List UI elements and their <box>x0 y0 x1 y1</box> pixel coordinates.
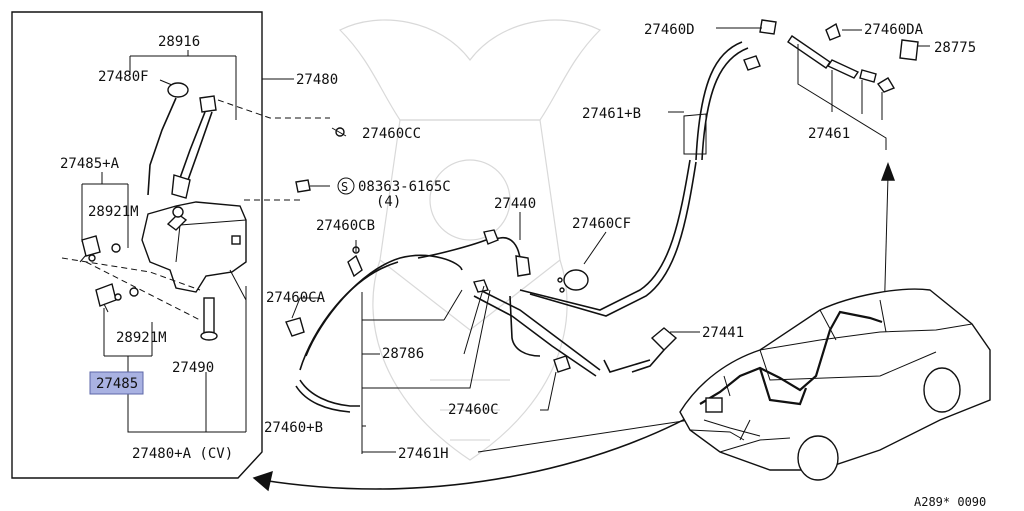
label-27460CB: 27460CB <box>316 218 375 234</box>
label-28916: 28916 <box>158 34 200 50</box>
grommet-upper <box>111 243 121 253</box>
label-27460CC: 27460CC <box>362 126 421 142</box>
filler-neck-28916 <box>171 95 217 199</box>
car-illustration <box>679 288 991 481</box>
label-27461B: 27461+B <box>582 106 641 122</box>
label-27461: 27461 <box>808 126 850 142</box>
label-27460D: 27460D <box>644 22 695 38</box>
label-27440: 27440 <box>494 196 536 212</box>
clip-27460C <box>553 355 571 373</box>
pump-lower <box>95 283 122 313</box>
highlight-27485 <box>89 371 144 395</box>
bolt-08363 <box>295 179 330 193</box>
label-08363: S 08363-6165C (4) <box>337 177 451 210</box>
clip-27460CB <box>347 246 363 278</box>
label-27460B: 27460+B <box>264 420 323 436</box>
nozzle-27460D <box>716 19 777 35</box>
label-28921M-top: 28921M <box>88 204 139 220</box>
svg-text:S: S <box>341 180 348 194</box>
label-28775: 28775 <box>934 40 976 56</box>
arrow-to-detail <box>261 403 713 490</box>
label-27460CA: 27460CA <box>266 290 326 306</box>
label-27480: 27480 <box>296 72 338 88</box>
label-27441: 27441 <box>702 325 744 341</box>
label-28786: 28786 <box>382 346 424 362</box>
nozzle-27460DA <box>825 22 862 41</box>
hose-routing <box>295 159 697 413</box>
clip-27460CC <box>331 127 347 137</box>
label-27460C: 27460C <box>448 402 499 418</box>
label-28921M-bottom: 28921M <box>116 330 167 346</box>
hose-kit-27461 <box>787 35 896 150</box>
washer-tank <box>141 201 247 293</box>
label-27460CF: 27460CF <box>572 216 631 232</box>
level-sensor-27490 <box>200 297 218 341</box>
joint-27441 <box>631 327 678 373</box>
check-valve-27440 <box>483 229 531 277</box>
grommet-lower <box>129 287 139 297</box>
svg-text:(4): (4) <box>376 194 401 210</box>
label-27460DA: 27460DA <box>864 22 924 38</box>
label-27461H: 27461H <box>398 446 449 462</box>
pump-upper <box>79 235 101 263</box>
label-27485A: 27485+A <box>60 156 120 172</box>
label-27490: 27490 <box>172 360 214 376</box>
fitting-28786 <box>473 279 489 293</box>
label-27480A-CV: 27480+A (CV) <box>132 446 233 462</box>
jet-28775 <box>899 39 930 61</box>
svg-text:08363-6165C: 08363-6165C <box>358 179 451 195</box>
label-27480F: 27480F <box>98 69 149 85</box>
clip-27460CF <box>557 269 589 293</box>
filler-cap-27480F <box>147 79 189 196</box>
footer-code: A289* 0090 <box>914 495 986 509</box>
watermark-emblem <box>338 19 602 461</box>
detail-box-frame <box>11 11 263 479</box>
clip-27460CA <box>285 317 305 337</box>
label-27485: 27485 <box>96 376 138 392</box>
